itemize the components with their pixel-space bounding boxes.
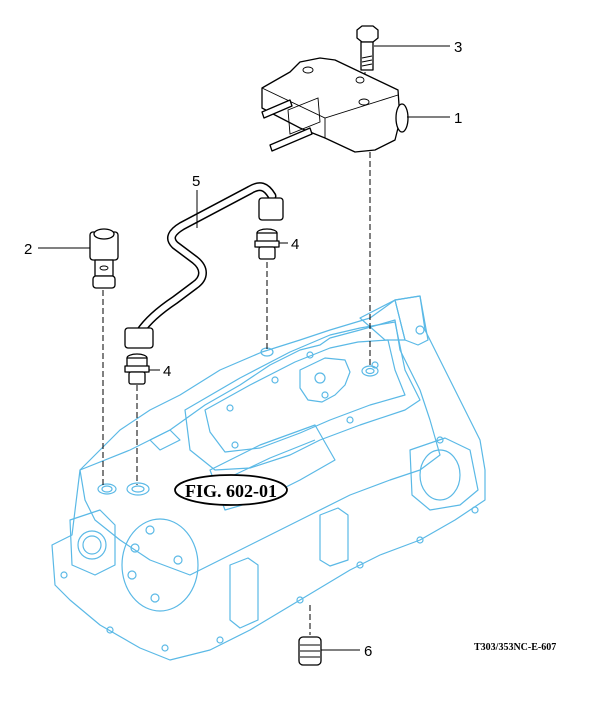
adapter-fitting-upper[interactable] xyxy=(254,228,280,260)
drawing-id: T303/353NC-E-607 xyxy=(474,642,556,653)
callout-2: 2 xyxy=(24,241,32,258)
callout-5: 5 xyxy=(192,173,200,190)
figure-label: FIG. 602-01 xyxy=(185,481,277,501)
callout-4-upper: 4 xyxy=(291,236,299,253)
callout-6: 6 xyxy=(364,643,372,660)
callout-3: 3 xyxy=(454,39,462,56)
bolt[interactable] xyxy=(356,25,379,71)
hydraulic-housing xyxy=(51,295,486,661)
figure-label-badge: FIG. 602-01 xyxy=(174,474,288,506)
plug[interactable] xyxy=(298,636,322,666)
callout-4-lower: 4 xyxy=(163,363,171,380)
adapter-fitting-lower[interactable] xyxy=(124,353,150,385)
leader-lines xyxy=(38,45,450,651)
callout-1: 1 xyxy=(454,110,462,127)
assembly-lines xyxy=(102,72,371,635)
valve-block[interactable] xyxy=(261,57,409,153)
fitting-union[interactable] xyxy=(89,228,119,289)
pipe[interactable] xyxy=(124,182,284,349)
